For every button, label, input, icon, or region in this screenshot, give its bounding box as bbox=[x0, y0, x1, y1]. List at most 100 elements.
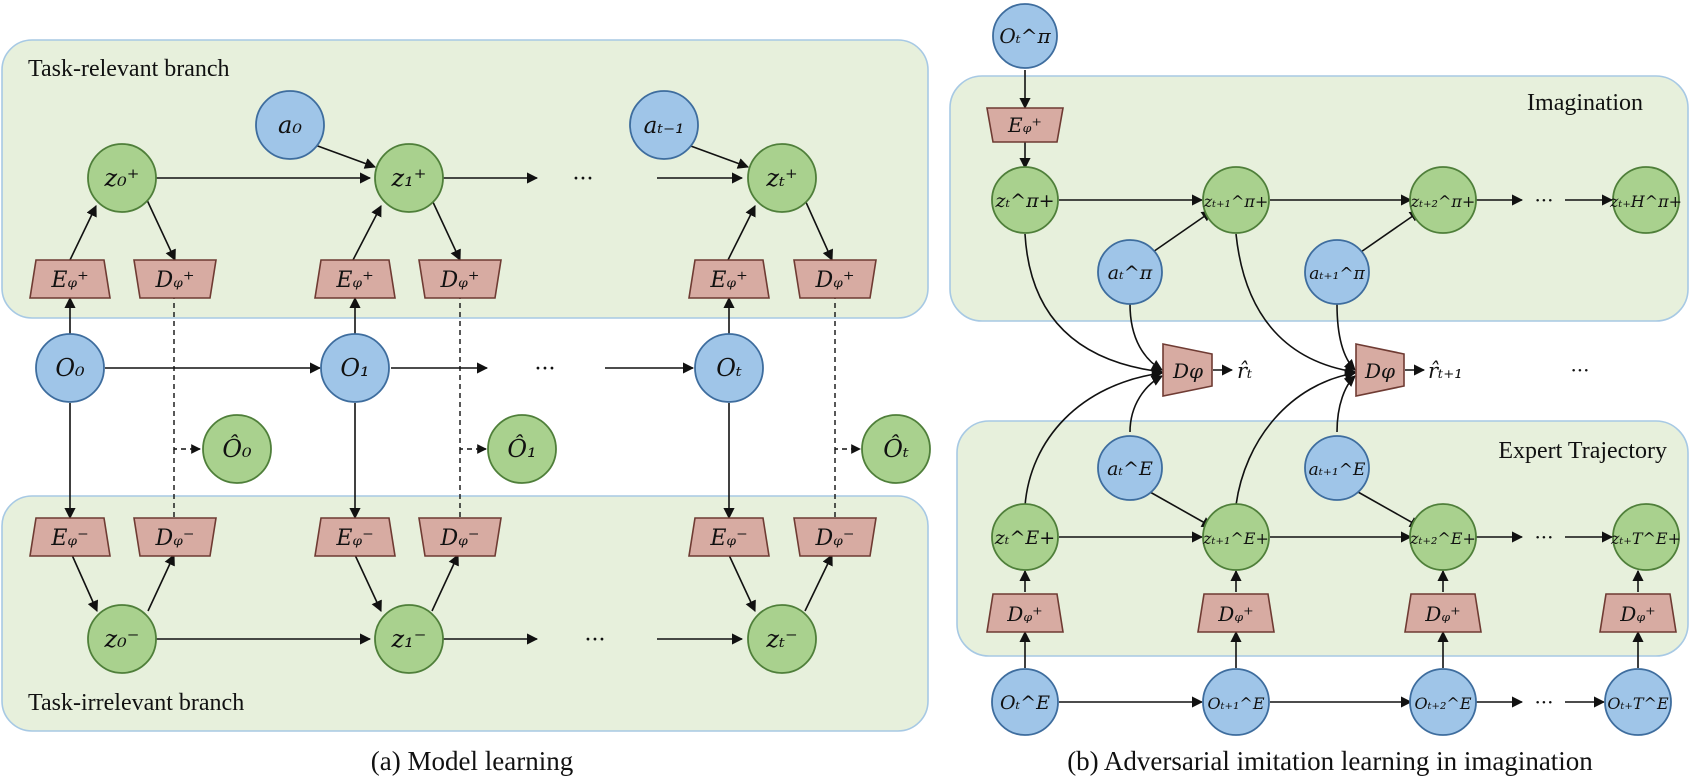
node-a-t-1: aₜ₋₁ bbox=[629, 90, 699, 160]
svg-text:Dᵩ⁺: Dᵩ⁺ bbox=[1006, 602, 1042, 626]
svg-text:Dᵩ⁻: Dᵩ⁻ bbox=[440, 526, 480, 551]
dots-imagination: ··· bbox=[1534, 188, 1553, 212]
svg-text:zₜ⁻: zₜ⁻ bbox=[765, 625, 797, 653]
caption-b: (b) Adversarial imitation learning in im… bbox=[1067, 746, 1593, 776]
svg-text:aₜ₋₁: aₜ₋₁ bbox=[644, 113, 685, 139]
svg-text:Eᵩ⁻: Eᵩ⁻ bbox=[50, 526, 88, 551]
panel-a: Task-relevant branch Task-irrelevant bra… bbox=[1, 39, 931, 776]
panel-b: Imagination Expert Trajectory bbox=[949, 3, 1689, 776]
svg-text:Oₜ^π: Oₜ^π bbox=[999, 24, 1051, 48]
task-relevant-panel bbox=[1, 39, 929, 319]
svg-text:Oₜ₊₂^E: Oₜ₊₂^E bbox=[1414, 694, 1471, 713]
task-irrelevant-title: Task-irrelevant branch bbox=[28, 690, 244, 716]
node-o0: O₀ bbox=[35, 333, 105, 403]
node-ot: Oₜ bbox=[694, 333, 764, 403]
discriminator-t: Dφ bbox=[1162, 343, 1213, 397]
svg-text:zₜ⁺: zₜ⁺ bbox=[765, 164, 797, 192]
node-z-pi-t2: zₜ₊₂^π+ bbox=[1409, 166, 1477, 234]
svg-text:Eᵩ⁺: Eᵩ⁺ bbox=[335, 268, 373, 293]
svg-text:Oₜ^E: Oₜ^E bbox=[1000, 692, 1050, 714]
decoder-plus-0: Dᵩ⁺ bbox=[133, 259, 217, 299]
dots-expert: ··· bbox=[1534, 525, 1553, 549]
node-z-pi-t: zₜ^π+ bbox=[991, 166, 1059, 234]
task-relevant-title: Task-relevant branch bbox=[28, 56, 230, 82]
decoder-e-2: Dᵩ⁺ bbox=[1404, 593, 1482, 633]
node-o-e-t1: Oₜ₊₁^E bbox=[1202, 668, 1270, 736]
svg-text:zₜ^π+: zₜ^π+ bbox=[994, 190, 1054, 212]
svg-text:O₀: O₀ bbox=[55, 354, 85, 382]
node-o-e-t2: Oₜ₊₂^E bbox=[1409, 668, 1477, 736]
encoder-minus-0: Eᵩ⁻ bbox=[29, 517, 111, 557]
svg-text:Ô₀: Ô₀ bbox=[222, 434, 252, 463]
svg-text:Eᵩ⁻: Eᵩ⁻ bbox=[335, 526, 373, 551]
encoder-minus-1: Eᵩ⁻ bbox=[314, 517, 396, 557]
svg-text:Dᵩ⁺: Dᵩ⁺ bbox=[440, 268, 480, 293]
decoder-minus-t: Dᵩ⁻ bbox=[793, 517, 877, 557]
node-z1-minus: z₁⁻ bbox=[374, 604, 444, 674]
svg-text:aₜ^E: aₜ^E bbox=[1107, 458, 1153, 480]
dots-top: ··· bbox=[573, 167, 594, 192]
svg-text:aₜ₊₁^π: aₜ₊₁^π bbox=[1309, 264, 1365, 284]
svg-text:Oₜ₊T^E: Oₜ₊T^E bbox=[1607, 694, 1669, 713]
node-a0: a₀ bbox=[255, 90, 325, 160]
expert-trajectory-title: Expert Trajectory bbox=[1498, 438, 1667, 464]
encoder-plus-1: Eᵩ⁺ bbox=[314, 259, 396, 299]
svg-text:a₀: a₀ bbox=[278, 111, 302, 139]
svg-text:zₜ₊₂^E+: zₜ₊₂^E+ bbox=[1409, 529, 1476, 548]
decoder-plus-1: Dᵩ⁺ bbox=[418, 259, 502, 299]
svg-text:Eᵩ⁺: Eᵩ⁺ bbox=[50, 268, 88, 293]
node-z-pi-t1: zₜ₊₁^π+ bbox=[1202, 166, 1270, 234]
decoder-plus-t: Dᵩ⁺ bbox=[793, 259, 877, 299]
node-z0-plus: z₀⁺ bbox=[87, 143, 157, 213]
svg-text:Dᵩ⁺: Dᵩ⁺ bbox=[815, 268, 855, 293]
node-o1: O₁ bbox=[320, 333, 390, 403]
node-z-e-t: zₜ^E+ bbox=[991, 503, 1059, 571]
dots-reward: ··· bbox=[1570, 358, 1589, 382]
node-z-pi-tH: zₜ₊H^π+ bbox=[1609, 166, 1682, 234]
dots-bottom: ··· bbox=[585, 628, 606, 653]
dots-mid: ··· bbox=[535, 357, 556, 382]
svg-text:z₀⁻: z₀⁻ bbox=[104, 625, 140, 653]
node-o-pi: Oₜ^π bbox=[992, 3, 1058, 69]
svg-text:Dᵩ⁺: Dᵩ⁺ bbox=[1424, 602, 1460, 626]
svg-text:Dᵩ⁺: Dᵩ⁺ bbox=[1217, 602, 1253, 626]
svg-text:Dφ: Dφ bbox=[1172, 359, 1203, 383]
svg-text:Oₜ₊₁^E: Oₜ₊₁^E bbox=[1207, 694, 1264, 713]
decoder-e-3: Dᵩ⁺ bbox=[1599, 593, 1677, 633]
svg-text:zₜ₊₂^π+: zₜ₊₂^π+ bbox=[1410, 192, 1476, 211]
svg-text:zₜ₊₁^E+: zₜ₊₁^E+ bbox=[1202, 529, 1269, 548]
svg-text:zₜ^E+: zₜ^E+ bbox=[994, 527, 1055, 549]
svg-text:aₜ^π: aₜ^π bbox=[1108, 262, 1153, 284]
svg-text:zₜ₊₁^π+: zₜ₊₁^π+ bbox=[1203, 192, 1269, 211]
node-z-e-tT: zₜ₊T^E+ bbox=[1610, 503, 1681, 571]
svg-text:Eᵩ⁺: Eᵩ⁺ bbox=[709, 268, 747, 293]
reward-t1: r̂ₜ₊₁ bbox=[1428, 359, 1463, 383]
svg-text:Dᵩ⁺: Dᵩ⁺ bbox=[1619, 602, 1655, 626]
node-o0-hat: Ô₀ bbox=[202, 414, 272, 484]
encoder-pi: Eᵩ⁺ bbox=[986, 107, 1064, 143]
imagination-title: Imagination bbox=[1527, 90, 1643, 116]
svg-text:Dᵩ⁻: Dᵩ⁻ bbox=[155, 526, 195, 551]
svg-text:Ôₜ: Ôₜ bbox=[883, 434, 909, 463]
node-o-e-tT: Oₜ₊T^E bbox=[1604, 668, 1672, 736]
node-zt-plus: zₜ⁺ bbox=[747, 143, 817, 213]
svg-text:aₜ₊₁^E: aₜ₊₁^E bbox=[1309, 460, 1366, 480]
decoder-minus-0: Dᵩ⁻ bbox=[133, 517, 217, 557]
node-z1-plus: z₁⁺ bbox=[374, 143, 444, 213]
node-o1-hat: Ô₁ bbox=[487, 414, 557, 484]
reward-t: r̂ₜ bbox=[1237, 359, 1252, 383]
svg-text:z₁⁻: z₁⁻ bbox=[391, 625, 427, 653]
svg-text:z₁⁺: z₁⁺ bbox=[391, 164, 427, 192]
svg-text:zₜ₊T^E+: zₜ₊T^E+ bbox=[1610, 529, 1681, 548]
node-a-pi-t: aₜ^π bbox=[1097, 239, 1163, 305]
svg-text:Dᵩ⁺: Dᵩ⁺ bbox=[155, 268, 195, 293]
svg-text:zₜ₊H^π+: zₜ₊H^π+ bbox=[1609, 192, 1682, 211]
node-zt-minus: zₜ⁻ bbox=[747, 604, 817, 674]
svg-text:Oₜ: Oₜ bbox=[716, 354, 742, 382]
svg-text:Eᵩ⁻: Eᵩ⁻ bbox=[709, 526, 747, 551]
decoder-e-0: Dᵩ⁺ bbox=[986, 593, 1064, 633]
decoder-e-1: Dᵩ⁺ bbox=[1197, 593, 1275, 633]
dots-obs: ··· bbox=[1534, 690, 1553, 714]
svg-text:Dφ: Dφ bbox=[1364, 359, 1395, 383]
